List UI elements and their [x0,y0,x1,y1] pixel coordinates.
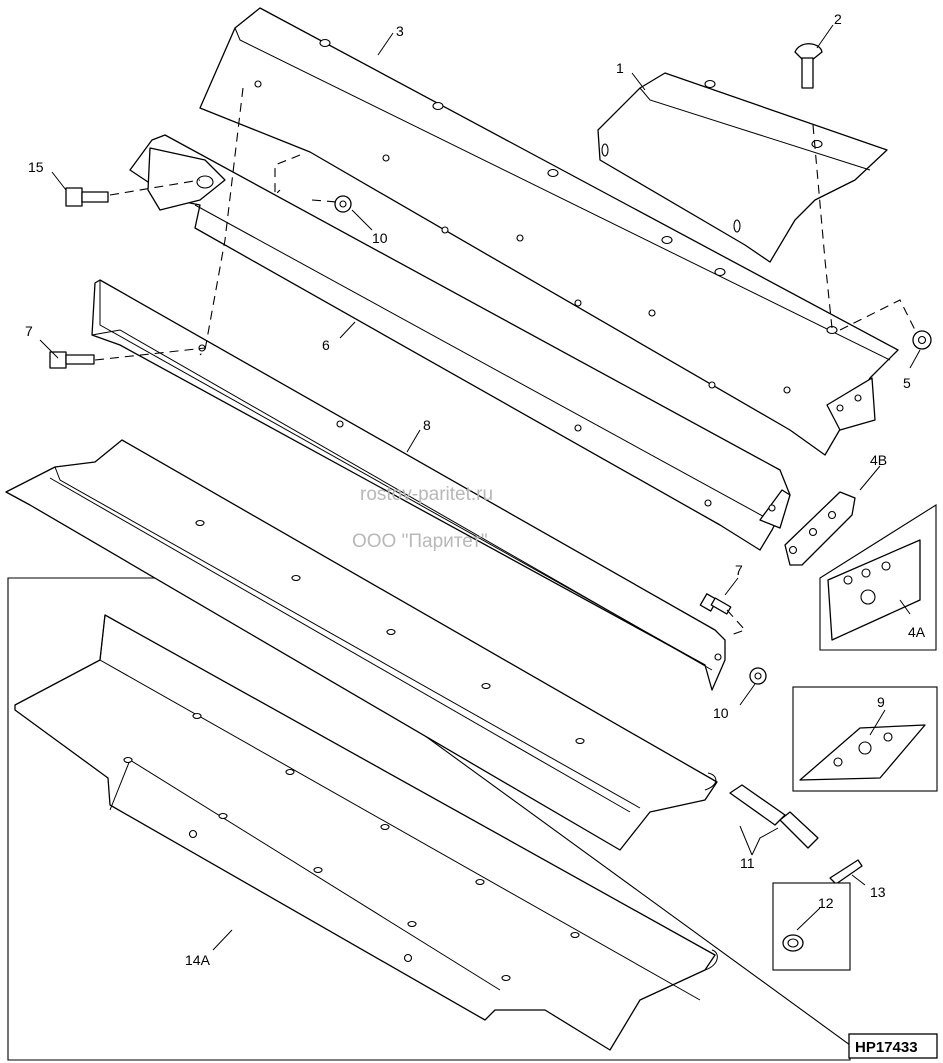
part-3-main-panel [199,7,899,456]
callout-3: 3 [396,23,404,39]
callout-2: 2 [834,11,842,27]
part-1-cover [597,72,888,263]
figure-code: HP17433 [855,1039,918,1056]
part-15-bolt [65,147,226,211]
callout-15: 15 [28,159,44,175]
part-6-angle-bar [91,279,726,691]
callout-13: 13 [870,884,886,900]
part-14a-shield [14,614,718,1051]
part-7-bolt-right [699,593,732,615]
callout-11: 11 [740,855,755,871]
part-2-carriage-bolt [794,43,823,89]
callout-7-right: 7 [735,562,743,578]
part-6-lower-panel [129,134,791,551]
callout-6: 6 [322,337,330,353]
part-4b-plate [784,491,856,566]
figure-code-box [848,1033,938,1059]
callout-10-bottom: 10 [713,705,729,721]
assembly-lines [94,87,916,637]
part-13-cotter-pin [829,859,863,885]
callout-9: 9 [877,694,885,710]
part-8-upper-shield [5,439,718,851]
watermark-url: rostov-paritet.ru [360,484,493,505]
callout-4a: 4A [908,624,926,640]
callout-4b: 4B [870,452,887,468]
callout-leaders [39,24,921,951]
part-11-pins [729,784,819,849]
inset-box-4a [819,504,937,651]
inset-box-9 [792,686,938,792]
callout-12: 12 [818,895,834,911]
callout-14a: 14A [185,952,211,968]
watermark-company: ООО "Паритет" [352,531,488,552]
part-7-bolt-left [49,351,95,369]
callout-8: 8 [423,417,431,433]
callout-10-top: 10 [372,230,388,246]
callout-7-left: 7 [25,323,33,339]
callout-5: 5 [903,375,911,391]
inset-box-12 [772,882,851,971]
callout-1: 1 [616,60,624,76]
